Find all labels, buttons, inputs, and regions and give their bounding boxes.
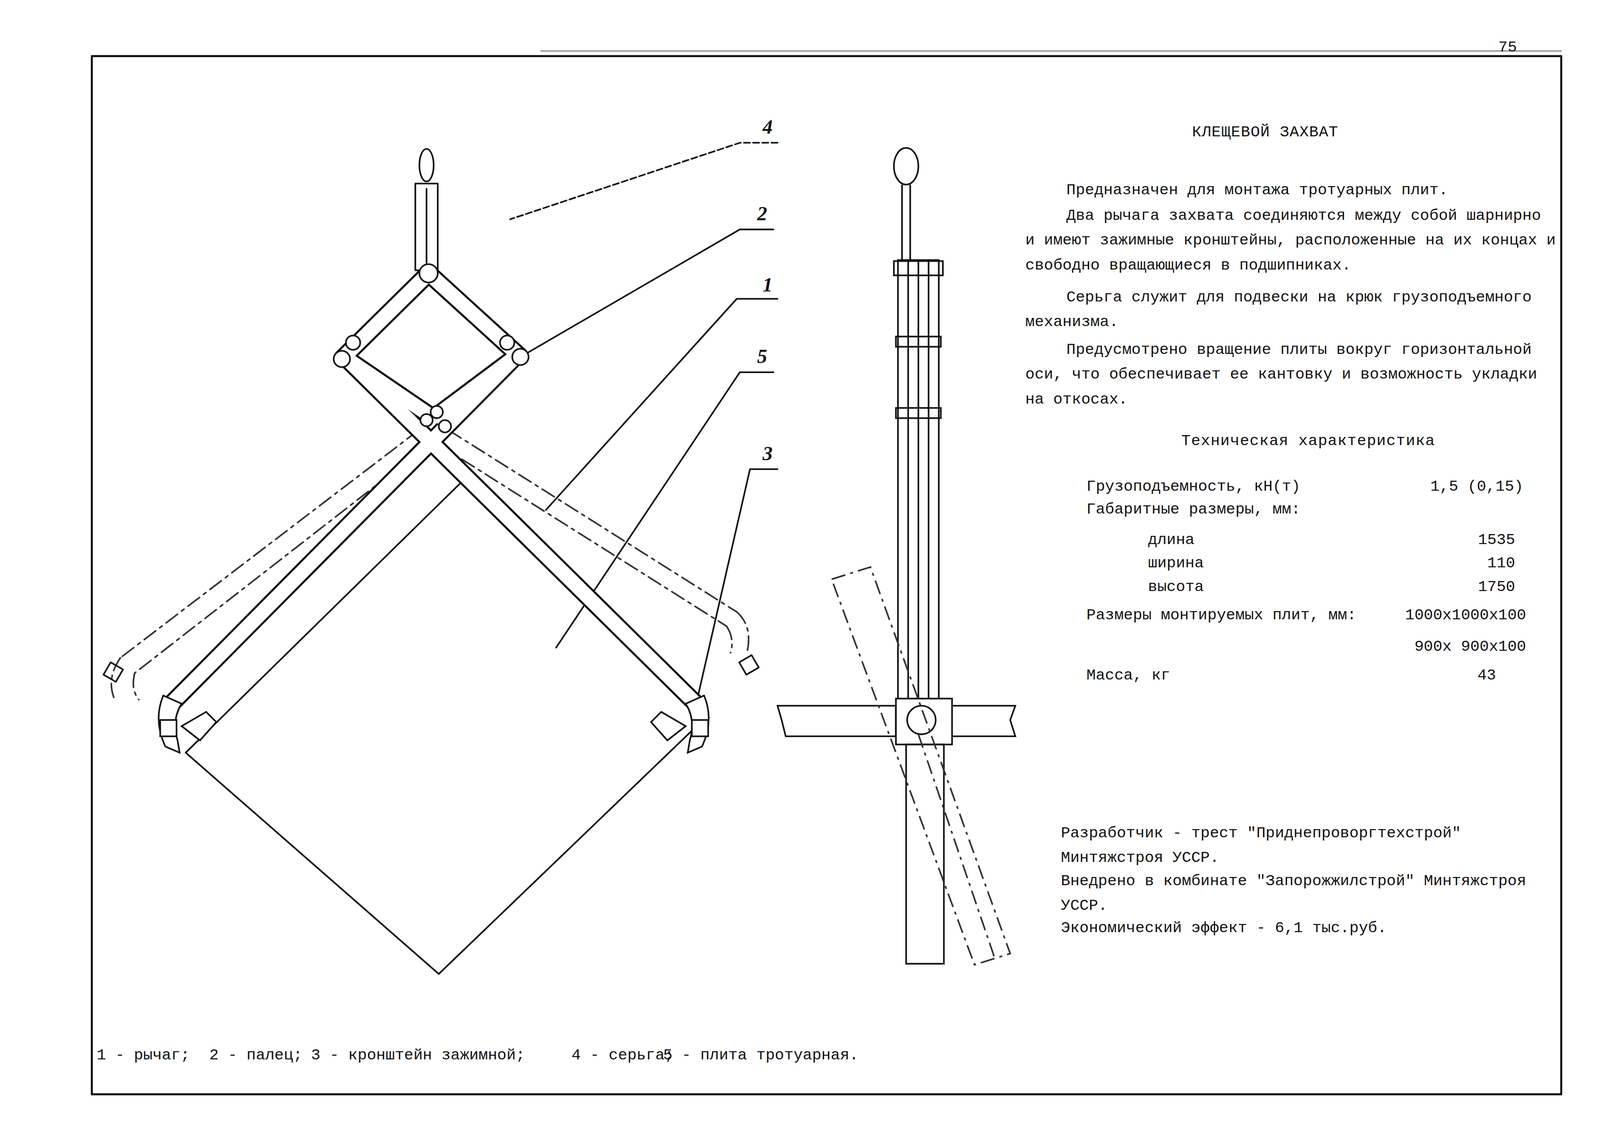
part-legend: 2 - палец; [209, 1045, 303, 1066]
callout-number: 4 [762, 114, 773, 141]
spec-cell: ширина [1148, 553, 1204, 574]
developer-note: Экономический эффект - 6,1 тыс.руб. [1060, 915, 1563, 941]
part-legend: 4 - серьга; [571, 1045, 674, 1066]
callout-number: 2 [757, 200, 768, 227]
developer-note: Внедрено в комбинате "Запорожжилстрой" М… [1060, 868, 1563, 919]
callout-number: 3 [762, 440, 773, 467]
spec-value: 900х 900х100 [1414, 636, 1527, 657]
part-legend: 1 - рычаг; [96, 1045, 190, 1066]
callout-number: 1 [762, 271, 773, 298]
spec-cell: Размеры монтируемых плит, мм: [1086, 605, 1357, 626]
spec-value: 43 [1477, 665, 1497, 686]
spec-value: 1,5 (0,15) [1430, 476, 1524, 497]
callout-number: 5 [757, 343, 768, 370]
spec-value: 1000х1000х100 [1405, 605, 1527, 626]
developer-note: Разработчик - трест "Приднепроворгтехстр… [1060, 820, 1563, 871]
page-number: 75 [1498, 37, 1517, 58]
spec-cell: Габаритные размеры, мм: [1086, 499, 1301, 520]
spec-heading: Техническая характеристика [1181, 431, 1436, 452]
description-text: Предназначен для монтажа тротуарных плит… [1025, 177, 1559, 203]
spec-value: 1750 [1477, 576, 1516, 598]
spec-value: 1535 [1477, 529, 1516, 551]
spec-value: 110 [1487, 553, 1516, 574]
description-text: Два рычага захвата соединяются между соб… [1025, 203, 1559, 278]
part-legend: 5 - плита тротуарная. [663, 1045, 859, 1066]
spec-cell: Масса, кг [1086, 665, 1171, 686]
description-text: Предусмотрено вращение плиты вокруг гори… [1025, 337, 1559, 412]
spec-cell: длина [1148, 529, 1195, 551]
spec-cell: высота [1148, 576, 1204, 598]
part-legend: 3 - кронштейн зажимной; [311, 1045, 525, 1066]
spec-cell: Грузоподъемность, кН(т) [1086, 476, 1301, 497]
title: КЛЕЩЕВОЙ ЗАХВАТ [1191, 122, 1339, 143]
description-text: Серьга служит для подвески на крюк грузо… [1025, 285, 1559, 335]
